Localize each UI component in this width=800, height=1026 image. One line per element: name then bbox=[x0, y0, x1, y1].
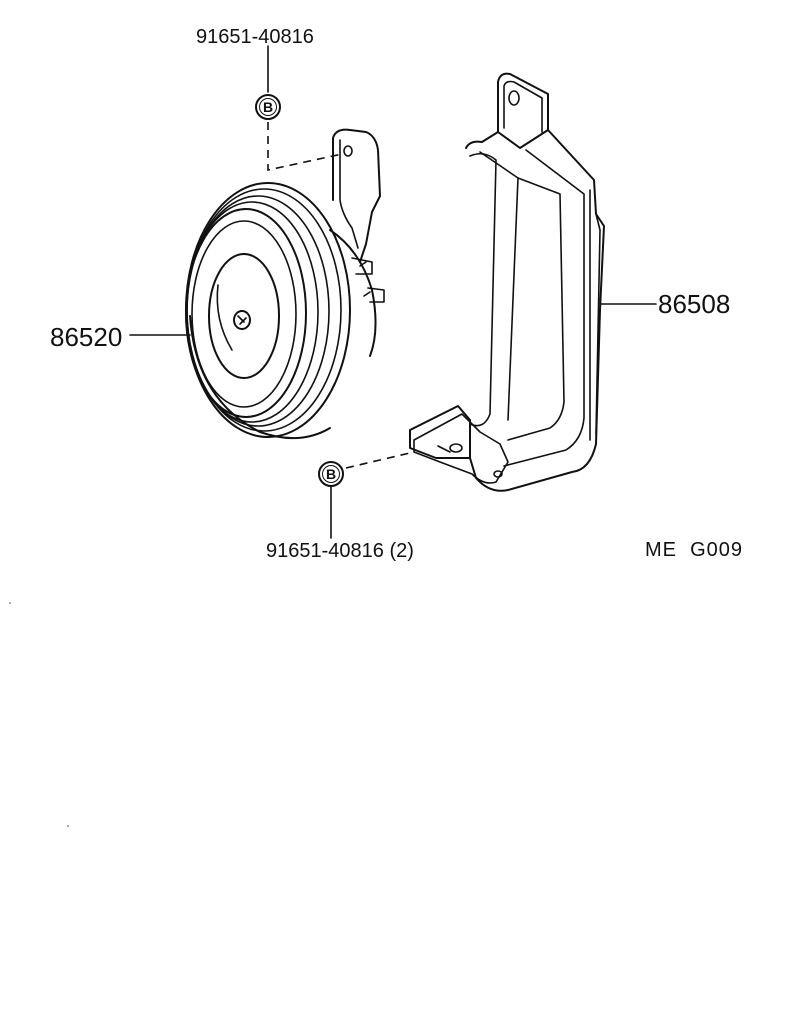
horn-assembly bbox=[185, 128, 385, 440]
horn-bracket-86508 bbox=[409, 72, 605, 492]
badge-top-letter: B bbox=[263, 99, 273, 115]
label-bottom-fastener: 91651-40816 (2) bbox=[266, 540, 414, 562]
dash-top-fastener bbox=[267, 122, 343, 171]
horn-face bbox=[185, 182, 351, 440]
label-horn-part: 86520 bbox=[50, 322, 122, 352]
horn-mount-bracket bbox=[332, 128, 381, 263]
badge-top: B bbox=[255, 94, 281, 120]
scan-speck bbox=[67, 825, 69, 827]
label-bracket-part: 86508 bbox=[658, 289, 730, 319]
badge-bottom-letter: B bbox=[326, 466, 336, 482]
horn-rear-body bbox=[329, 229, 385, 357]
dash-bottom-fastener bbox=[345, 451, 415, 469]
badge-bottom: B bbox=[318, 461, 344, 487]
label-top-fastener: 91651-40816 bbox=[196, 26, 314, 48]
scan-speck bbox=[9, 602, 11, 604]
label-diagram-code: ME G009 bbox=[645, 539, 743, 561]
